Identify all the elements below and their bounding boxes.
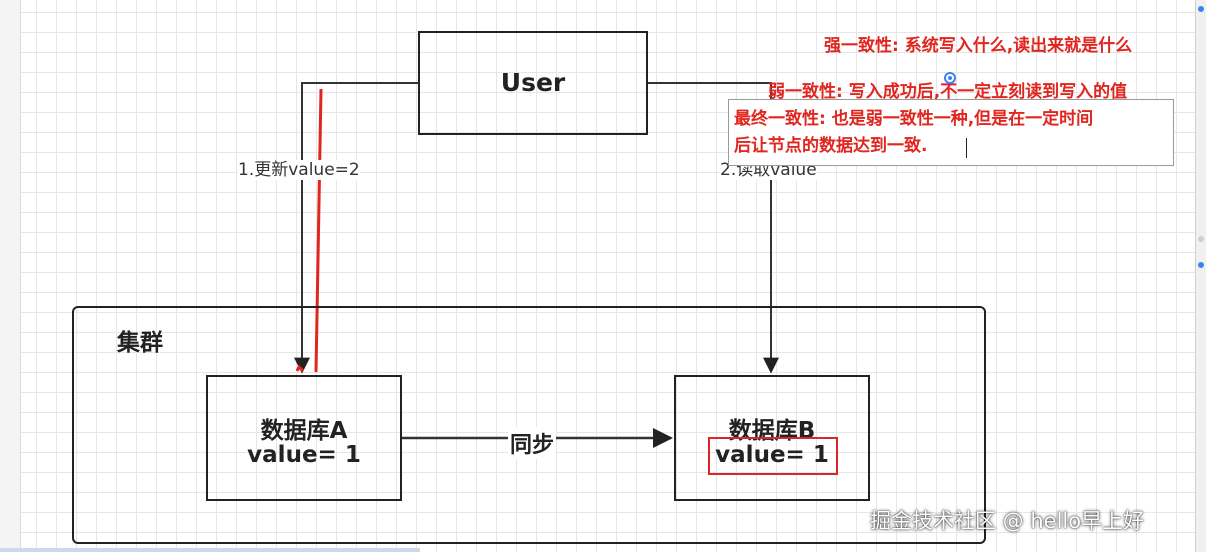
database-b-value: value= 1 bbox=[715, 442, 829, 468]
eventual-consistency-note-line2[interactable]: 后让节点的数据达到一致. bbox=[734, 136, 928, 156]
database-a-node[interactable]: 数据库A value= 1 bbox=[206, 375, 402, 501]
scroll-handle-top[interactable] bbox=[1198, 6, 1204, 12]
right-scrollbar[interactable] bbox=[1195, 0, 1206, 552]
user-label: User bbox=[500, 68, 566, 97]
update-connector[interactable] bbox=[294, 82, 418, 374]
weak-consistency-note: 弱一致性: 写入成功后,不一定立刻读到写入的值 bbox=[768, 82, 1128, 102]
red-pen-hook bbox=[295, 364, 305, 373]
left-toolbar-strip bbox=[0, 0, 21, 552]
scroll-handle-mid[interactable] bbox=[1198, 236, 1204, 242]
update-edge-label: 1.更新value=2 bbox=[238, 160, 360, 180]
user-node[interactable]: User bbox=[418, 31, 648, 135]
strong-consistency-note: 强一致性: 系统写入什么,读出来就是什么 bbox=[824, 36, 1133, 56]
resize-handle-icon[interactable] bbox=[1198, 262, 1204, 268]
bottom-progress-bar bbox=[0, 548, 420, 552]
eventual-consistency-note-line1[interactable]: 最终一致性: 也是弱一致性一种,但是在一定时间 bbox=[734, 109, 1094, 129]
red-pen-stroke bbox=[314, 88, 323, 373]
value-highlight-box bbox=[708, 437, 838, 475]
database-a-value: value= 1 bbox=[247, 442, 361, 468]
text-caret bbox=[966, 138, 967, 158]
watermark: 掘金技术社区 @ hello早上好 bbox=[870, 509, 1145, 533]
database-a-name: 数据库A bbox=[260, 418, 348, 444]
pen-cursor-icon bbox=[944, 72, 956, 84]
database-b-name: 数据库B bbox=[728, 418, 816, 444]
text-edit-box[interactable] bbox=[728, 99, 1174, 166]
sync-edge-label: 同步 bbox=[508, 427, 557, 459]
cluster-label: 集群 bbox=[117, 330, 163, 356]
read-connector[interactable] bbox=[648, 82, 779, 374]
database-b-node[interactable]: 数据库B value= 1 bbox=[674, 375, 870, 501]
cluster-container[interactable] bbox=[72, 306, 986, 544]
